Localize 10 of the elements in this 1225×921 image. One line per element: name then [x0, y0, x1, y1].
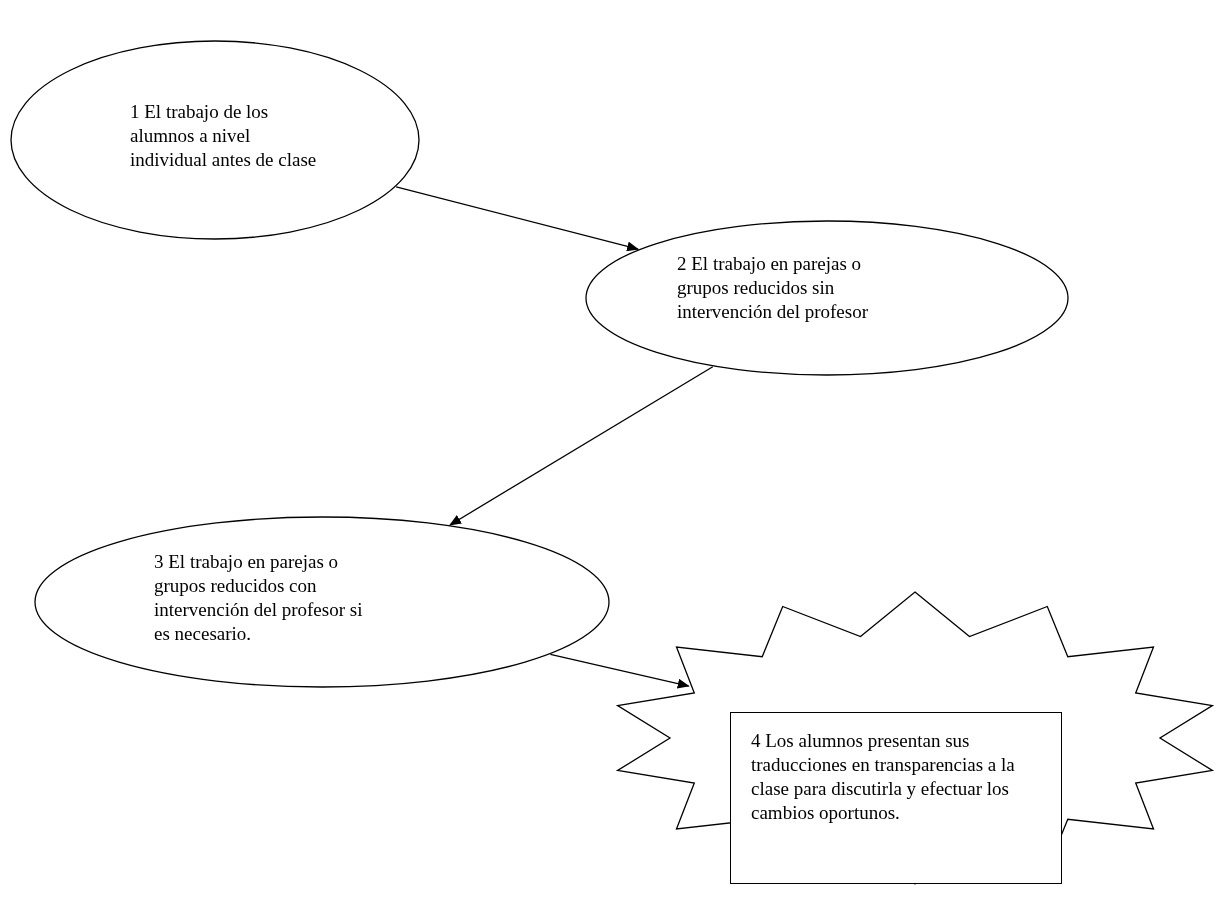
node-text: 2 El trabajo en parejas o grupos reducidos sin intervención del profesor: [677, 252, 869, 324]
node-text: 3 El trabajo en parejas o grupos reducidos con intervención del profesor si es necesario.: [154, 550, 364, 646]
ellipse-node: [585, 220, 1069, 376]
text-box: 4 Los alumnos presentan sus traducciones en transparencias a la clase para discutirla y efectuar los cambios oportunos.: [730, 712, 1062, 884]
arrow: [549, 653, 690, 689]
ellipse-node: [10, 40, 420, 240]
ellipse-node: [34, 516, 610, 688]
arrow: [395, 186, 640, 252]
node-text: 1 El trabajo de los alumnos a nivel individual antes de clase: [130, 100, 318, 172]
arrow: [449, 366, 714, 526]
